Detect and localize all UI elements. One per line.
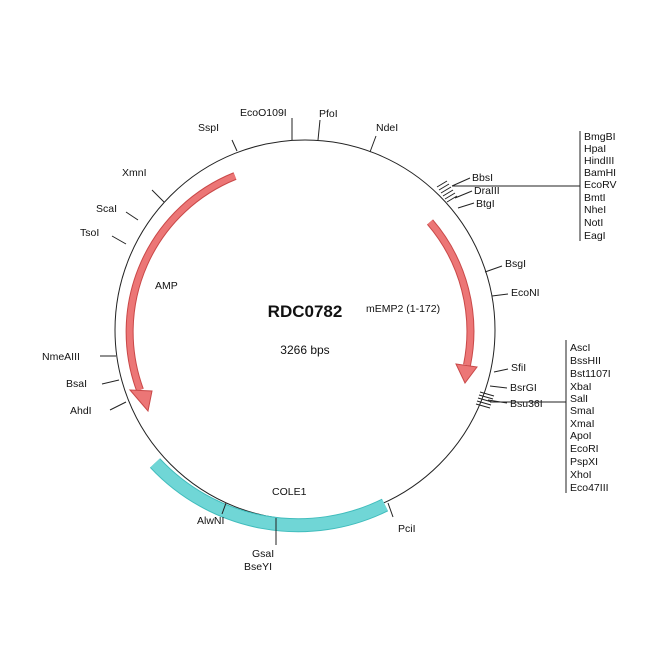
site-label-ecoo109i: EcoO109I bbox=[240, 107, 287, 119]
site-label-gsai: GsaI bbox=[252, 548, 274, 560]
site-tick-xmni bbox=[151, 189, 165, 203]
cole1-feature-fill bbox=[150, 458, 388, 532]
mcs-top-site: EagI bbox=[584, 230, 606, 242]
site-tick-sfii bbox=[493, 368, 509, 373]
mcs-top-hatch bbox=[436, 180, 458, 203]
site-label-bbsi: BbsI bbox=[472, 172, 493, 184]
mcs-top-site: HpaI bbox=[584, 143, 606, 155]
site-tick-sspi bbox=[231, 139, 238, 152]
mcs-top-list: BmgBI HpaI HindIII BamHI EcoRV BmtI NheI… bbox=[584, 131, 617, 242]
mcs-bottom-site: Bst1107I bbox=[570, 368, 611, 380]
amp-feature bbox=[125, 172, 237, 413]
site-label-xmni: XmnI bbox=[122, 167, 147, 179]
site-tick-ndei bbox=[369, 135, 377, 153]
site-label-pcii: PciI bbox=[398, 523, 416, 535]
mcs-bottom-site: Eco47III bbox=[570, 482, 609, 494]
mcs-top-site: BmgBI bbox=[584, 131, 616, 143]
site-tick-bsgi bbox=[484, 265, 503, 273]
site-label-sspi: SspI bbox=[198, 122, 219, 134]
site-label-bsu36i: Bsu36I bbox=[510, 398, 543, 410]
site-label-bsgi: BsgI bbox=[505, 258, 526, 270]
site-tick-pfoi bbox=[317, 119, 321, 141]
site-label-draiii: DraIII bbox=[474, 185, 500, 197]
site-tick-alwni bbox=[221, 502, 227, 515]
site-label-sfii: SfiI bbox=[511, 362, 526, 374]
site-label-ndei: NdeI bbox=[376, 122, 398, 134]
mcs-bottom-site: AscI bbox=[570, 342, 590, 354]
mcs-bottom-site: XbaI bbox=[570, 381, 592, 393]
mcs-top-site: NheI bbox=[584, 204, 606, 216]
amp-arrowhead bbox=[128, 389, 153, 413]
site-label-pfoi: PfoI bbox=[319, 108, 338, 120]
site-tick-bsai bbox=[101, 379, 120, 385]
memp2-arrowhead bbox=[455, 363, 478, 384]
site-tick-btgi bbox=[457, 202, 475, 209]
site-tick-bsrgi bbox=[489, 385, 508, 389]
site-tick-econi bbox=[491, 293, 509, 297]
site-tick-scai bbox=[125, 211, 139, 221]
feature-label-amp: AMP bbox=[155, 280, 178, 292]
site-tick-tsoi bbox=[111, 235, 127, 245]
mcs-top-site: NotI bbox=[584, 217, 603, 229]
site-label-econi: EcoNI bbox=[511, 287, 540, 299]
plasmid-size: 3266 bps bbox=[280, 343, 329, 357]
mcs-bottom-site: SmaI bbox=[570, 405, 595, 417]
mcs-bottom-site: XmaI bbox=[570, 418, 595, 430]
mcs-bottom-hatch bbox=[475, 391, 495, 409]
mcs-bottom-site: PspXI bbox=[570, 456, 598, 468]
site-label-alwni: AlwNI bbox=[197, 515, 224, 527]
mcs-top-site: BmtI bbox=[584, 192, 606, 204]
feature-label-memp2: mEMP2 (1-172) bbox=[366, 303, 440, 315]
site-label-tsoi: TsoI bbox=[80, 227, 99, 239]
mcs-top-site: BamHI bbox=[584, 167, 616, 179]
mcs-bottom-site: BssHII bbox=[570, 355, 601, 367]
mcs-bottom-site: EcoRI bbox=[570, 443, 599, 455]
memp2-feature bbox=[426, 219, 478, 384]
site-tick-draiii bbox=[454, 190, 473, 199]
plasmid-name: RDC0782 bbox=[268, 302, 343, 321]
site-tick-pcii bbox=[387, 502, 394, 518]
site-label-bsrgi: BsrGI bbox=[510, 382, 537, 394]
site-label-btgi: BtgI bbox=[476, 198, 495, 210]
site-label-bseyi: BseYI bbox=[244, 561, 272, 573]
mcs-top-site: EcoRV bbox=[584, 179, 617, 191]
feature-label-cole1: COLE1 bbox=[272, 486, 307, 498]
site-label-bsai: BsaI bbox=[66, 378, 87, 390]
mcs-bottom-site: ApoI bbox=[570, 430, 592, 442]
mcs-bottom-site: SalI bbox=[570, 393, 588, 405]
site-label-scai: ScaI bbox=[96, 203, 117, 215]
mcs-bottom-site: XhoI bbox=[570, 469, 592, 481]
mcs-bottom-list: AscI BssHII Bst1107I XbaI SalI SmaI XmaI… bbox=[570, 342, 611, 494]
site-tick-bbsi bbox=[451, 177, 471, 187]
plasmid-backbone bbox=[114, 139, 496, 521]
site-label-ahdi: AhdI bbox=[70, 405, 92, 417]
mcs-top-site: HindIII bbox=[584, 155, 614, 167]
site-tick-ahdi bbox=[109, 401, 127, 411]
site-label-nmeaiii: NmeAIII bbox=[42, 351, 80, 363]
